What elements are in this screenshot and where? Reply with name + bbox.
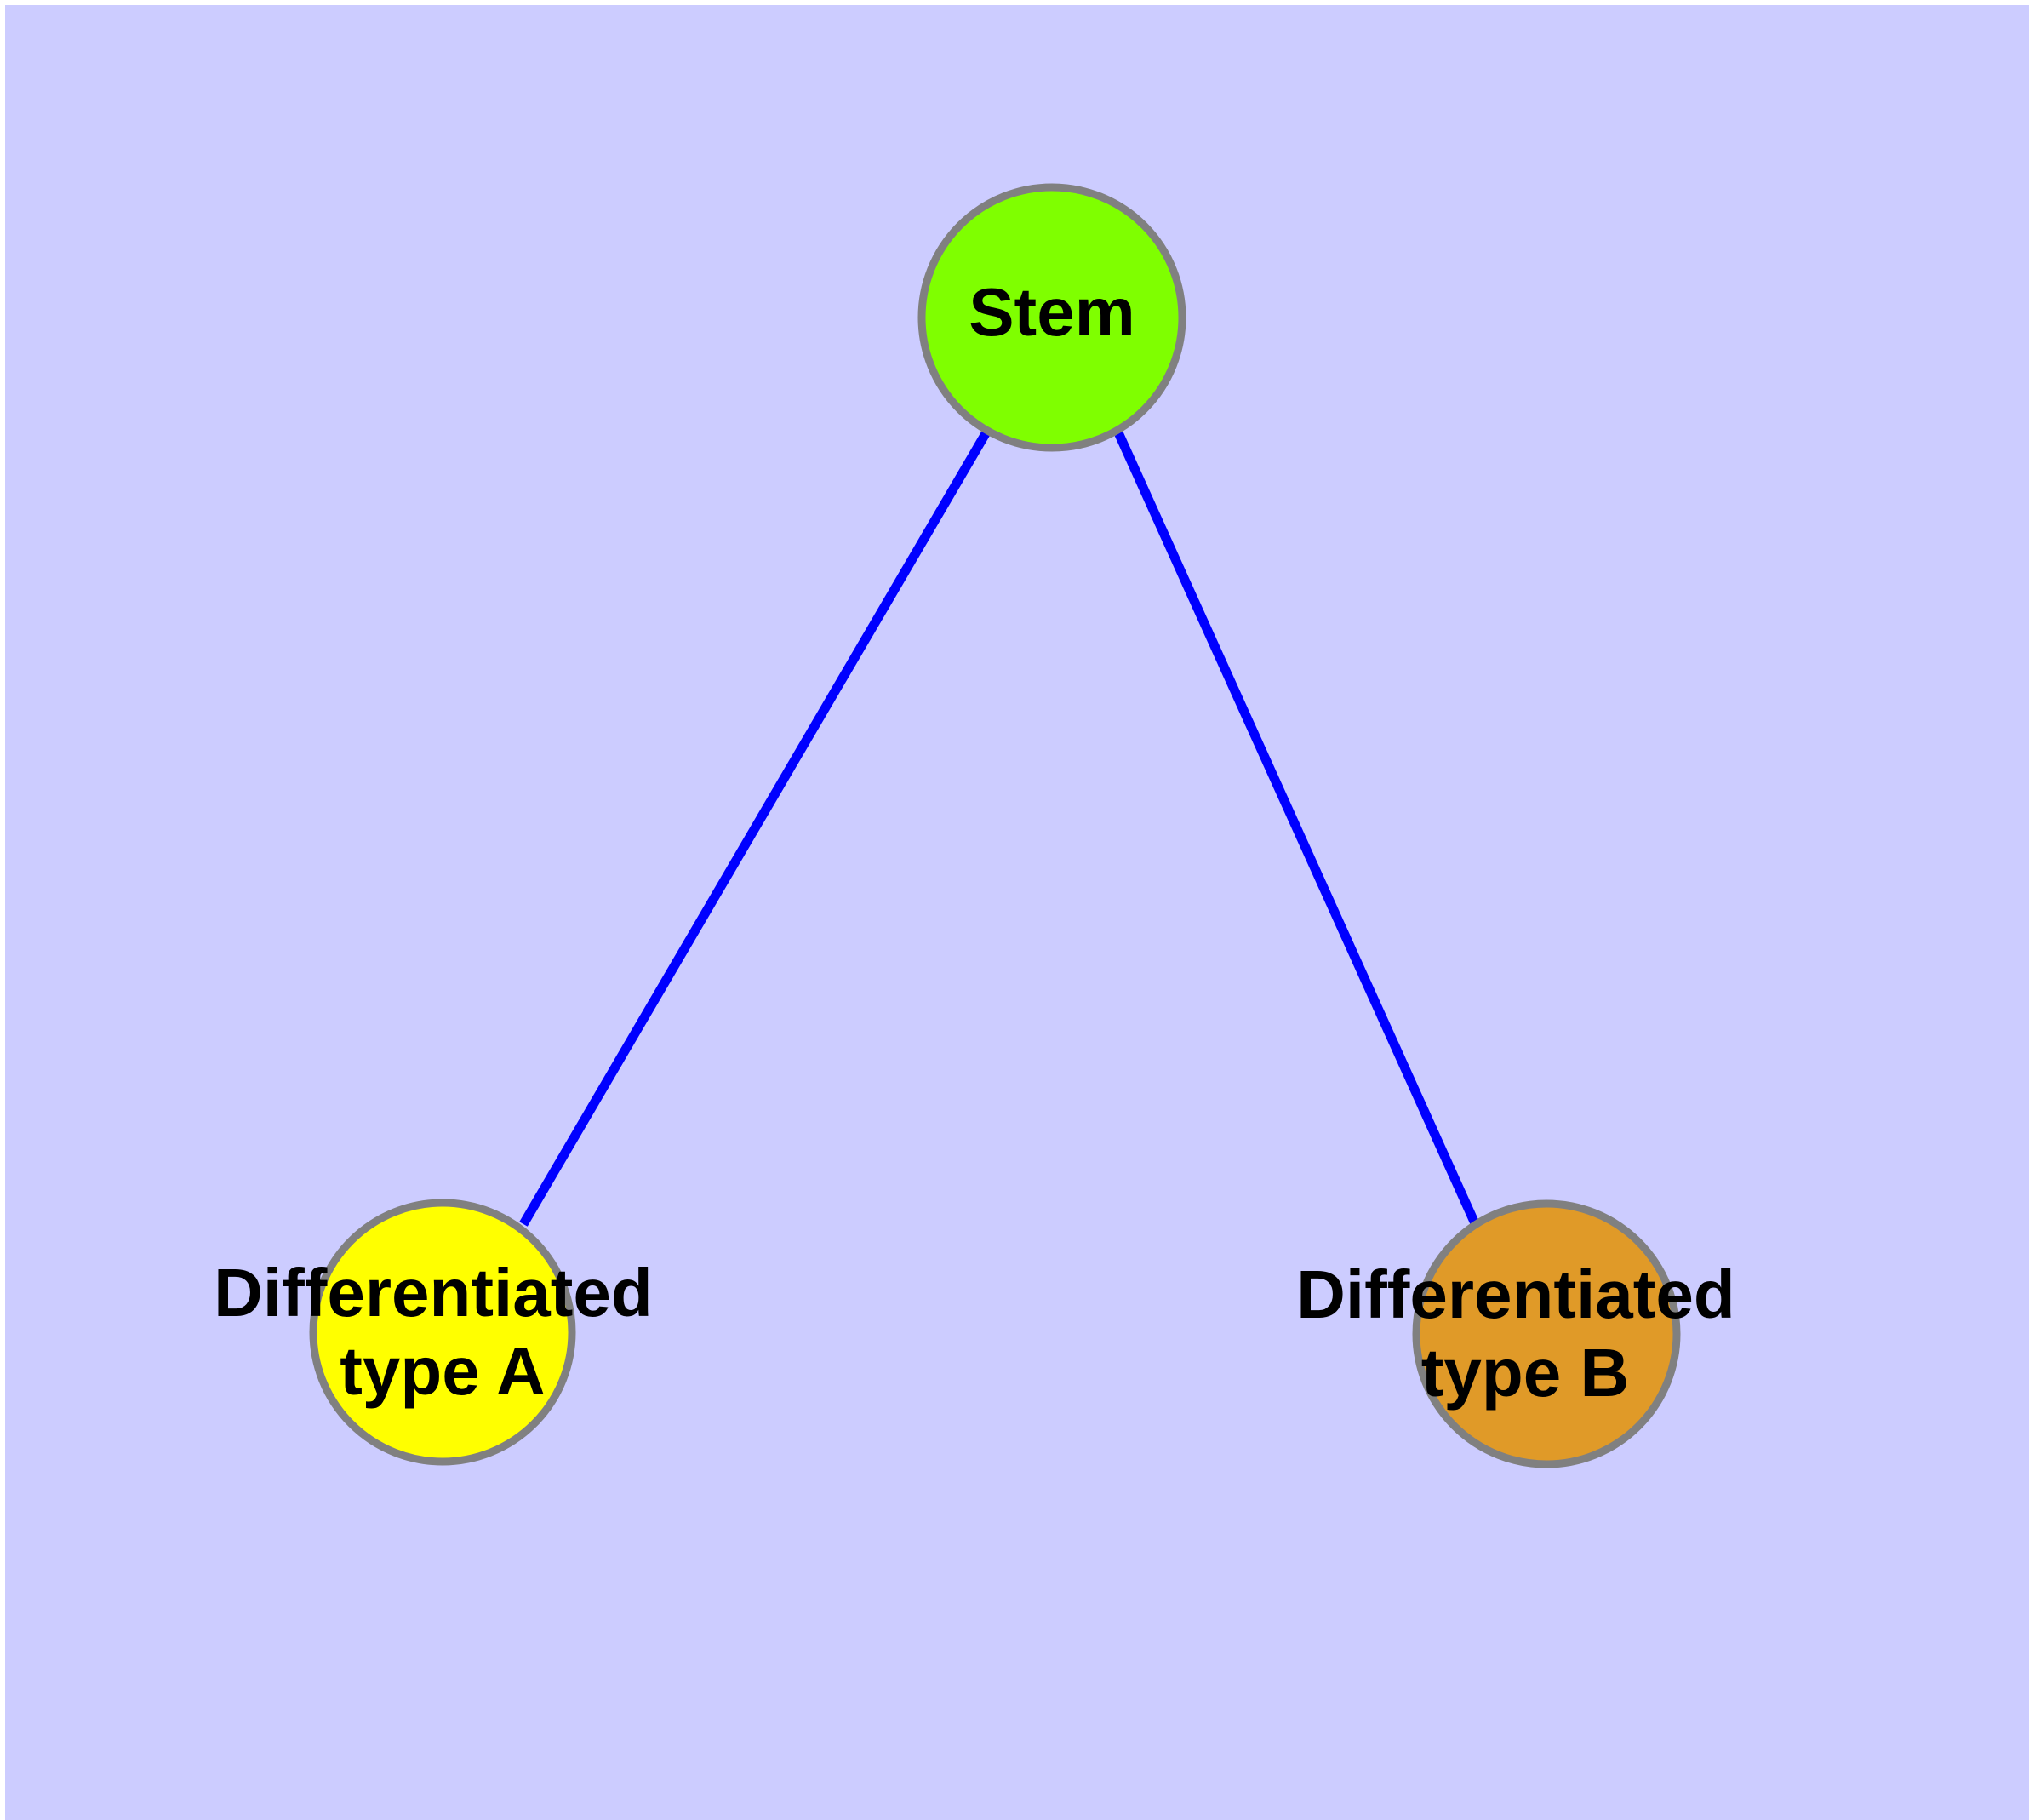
node-differentiated-type-a-circle[interactable] <box>309 1199 576 1466</box>
node-differentiated-type-a-label-line-1: Differentiated <box>214 1255 653 1331</box>
node-differentiated-type-a[interactable]: Differentiated type A <box>214 1199 672 1466</box>
edge-stem-to-differentiated-type-b[interactable] <box>1112 428 1483 1233</box>
edge-layer <box>519 428 1483 1233</box>
node-differentiated-type-a-label-line-2: type A <box>340 1333 546 1409</box>
node-differentiated-type-a-label: Differentiated type A <box>214 1255 672 1409</box>
node-layer: Stem Differentiated type A Differentiate… <box>214 183 1754 1468</box>
node-stem-circle[interactable] <box>917 183 1186 452</box>
node-differentiated-type-b-circle[interactable] <box>1412 1199 1681 1468</box>
node-differentiated-type-b-label-line-2: type B <box>1421 1335 1630 1411</box>
node-differentiated-type-b-label-line-1: Differentiated <box>1296 1256 1735 1332</box>
node-stem[interactable]: Stem <box>917 183 1186 452</box>
edge-stem-to-differentiated-type-a[interactable] <box>519 428 992 1227</box>
node-stem-label: Stem <box>969 274 1135 350</box>
node-stem-label-line-1: Stem <box>969 274 1135 350</box>
node-differentiated-type-b[interactable]: Differentiated type B <box>1296 1199 1754 1468</box>
node-differentiated-type-b-label: Differentiated type B <box>1296 1256 1754 1411</box>
